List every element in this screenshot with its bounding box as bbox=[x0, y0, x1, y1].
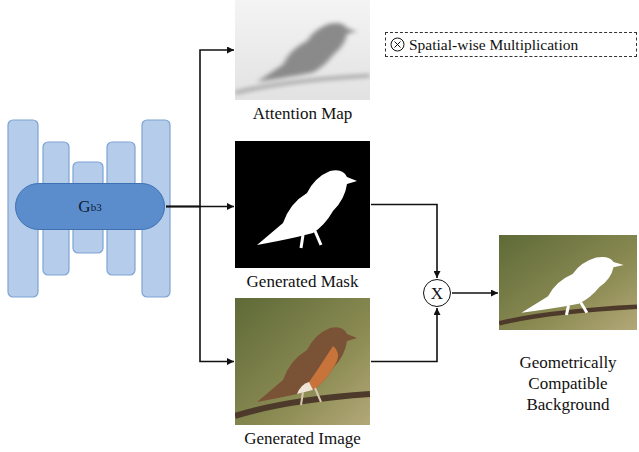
legend-text: Spatial-wise Multiplication bbox=[409, 36, 578, 54]
generator-block: Gb3 bbox=[15, 183, 165, 230]
image-caption: Attention Map bbox=[235, 103, 370, 124]
block-subscript: b3 bbox=[91, 201, 102, 213]
multiply-operator: X bbox=[423, 279, 451, 307]
image-caption: Generated Mask bbox=[235, 271, 370, 292]
attention-map-node: Attention Map bbox=[235, 0, 370, 124]
legend-box: Spatial-wise Multiplication bbox=[385, 32, 637, 57]
attention-map-image bbox=[235, 0, 370, 100]
mask-node: Generated Mask bbox=[235, 141, 370, 292]
multiplication-symbol bbox=[390, 37, 405, 52]
flow-arrow bbox=[371, 308, 437, 362]
background-image bbox=[499, 235, 637, 330]
output-node: Geometrically Compatible Background bbox=[499, 235, 637, 415]
generated-image bbox=[235, 298, 370, 425]
generated-image-node: Generated Image bbox=[235, 298, 370, 449]
flow-arrow bbox=[452, 292, 498, 294]
image-caption: Geometrically Compatible Background bbox=[499, 352, 637, 415]
flow-arrow bbox=[166, 50, 234, 207]
block-label: G bbox=[78, 197, 90, 217]
operator-symbol: X bbox=[431, 285, 443, 302]
flow-arrow bbox=[166, 207, 234, 362]
flow-arrow bbox=[371, 205, 437, 279]
mask-image bbox=[235, 141, 370, 268]
image-caption: Generated Image bbox=[235, 428, 370, 449]
